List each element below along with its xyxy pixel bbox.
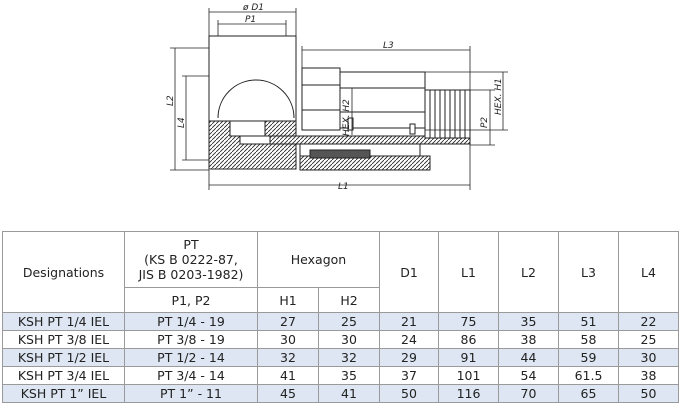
cell-d1: 50 [379, 384, 439, 403]
spec-table: Designations PT (KS B 0222-87, JIS B 020… [2, 231, 679, 403]
cell-h2: 25 [318, 312, 380, 331]
cell-d1: 21 [379, 312, 439, 331]
cell-l4: 50 [618, 384, 679, 403]
cell-l2: 38 [498, 330, 559, 349]
header-l3: L3 [558, 231, 619, 313]
cell-designation: KSH PT 1/4 IEL [2, 312, 125, 331]
drawing-lines [208, 35, 471, 171]
header-l1: L1 [438, 231, 499, 313]
cell-l3: 58 [558, 330, 619, 349]
cell-l4: 38 [618, 366, 679, 385]
cell-l1: 86 [438, 330, 499, 349]
cell-l1: 101 [438, 366, 499, 385]
technical-drawing: ø D1 P1 L3 L2 L4 HEX. H2 P2 HEX. H1 L1 [166, 3, 508, 192]
label-l3: L3 [383, 41, 394, 51]
header-pt: PT (KS B 0222-87, JIS B 0203-1982) [124, 231, 258, 288]
cell-pt: PT 1/4 - 19 [124, 312, 258, 331]
header-l4: L4 [618, 231, 679, 313]
table-row: KSH PT 3/4 IEL PT 3/4 - 14 41 35 37 101 … [2, 366, 679, 385]
cell-h2: 41 [318, 384, 380, 403]
cell-pt: PT 1/2 - 14 [124, 348, 258, 367]
label-p1: P1 [245, 15, 256, 25]
label-l4: L4 [177, 117, 187, 128]
header-pt-sub: P1, P2 [124, 287, 258, 313]
label-d1: ø D1 [242, 3, 264, 13]
cell-l2: 54 [498, 366, 559, 385]
cell-l1: 116 [438, 384, 499, 403]
header-l2: L2 [498, 231, 559, 313]
cell-d1: 37 [379, 366, 439, 385]
cell-h2: 32 [318, 348, 380, 367]
cell-h2: 35 [318, 366, 380, 385]
cell-l2: 35 [498, 312, 559, 331]
header-d1: D1 [379, 231, 439, 313]
cell-l4: 25 [618, 330, 679, 349]
header-h2: H2 [318, 287, 380, 313]
cell-d1: 24 [379, 330, 439, 349]
table-row: KSH PT 3/8 IEL PT 3/8 - 19 30 30 24 86 3… [2, 330, 679, 349]
cell-l3: 51 [558, 312, 619, 331]
cell-l1: 91 [438, 348, 499, 367]
cell-pt: PT 3/4 - 14 [124, 366, 258, 385]
label-l1: L1 [338, 182, 349, 192]
cell-l4: 30 [618, 348, 679, 367]
table-row: KSH PT 1/2 IEL PT 1/2 - 14 32 32 29 91 4… [2, 348, 679, 367]
cell-pt: PT 3/8 - 19 [124, 330, 258, 349]
header-h1: H1 [257, 287, 319, 313]
cell-l3: 59 [558, 348, 619, 367]
cell-h2: 30 [318, 330, 380, 349]
cell-designation: KSH PT 3/8 IEL [2, 330, 125, 349]
cell-pt: PT 1” - 11 [124, 384, 258, 403]
cell-h1: 32 [257, 348, 319, 367]
cell-l4: 22 [618, 312, 679, 331]
cell-designation: KSH PT 3/4 IEL [2, 366, 125, 385]
cell-l3: 65 [558, 384, 619, 403]
cell-l1: 75 [438, 312, 499, 331]
cell-h1: 45 [257, 384, 319, 403]
cell-designation: KSH PT 1/2 IEL [2, 348, 125, 367]
cell-h1: 27 [257, 312, 319, 331]
label-hex-h2: HEX. H2 [342, 99, 352, 136]
cell-l2: 70 [498, 384, 559, 403]
table-row: KSH PT 1” IEL PT 1” - 11 45 41 50 116 70… [2, 384, 679, 403]
cell-l2: 44 [498, 348, 559, 367]
cell-d1: 29 [379, 348, 439, 367]
cell-h1: 30 [257, 330, 319, 349]
cell-l3: 61.5 [558, 366, 619, 385]
header-hexagon: Hexagon [257, 231, 380, 288]
table-row: KSH PT 1/4 IEL PT 1/4 - 19 27 25 21 75 3… [2, 312, 679, 331]
header-designations: Designations [2, 231, 125, 313]
cell-designation: KSH PT 1” IEL [2, 384, 125, 403]
dimension-lines [170, 8, 508, 190]
cell-h1: 41 [257, 366, 319, 385]
label-l2: L2 [166, 95, 176, 106]
label-hex-h1: HEX. H1 [494, 78, 504, 115]
label-p2: P2 [480, 117, 490, 128]
